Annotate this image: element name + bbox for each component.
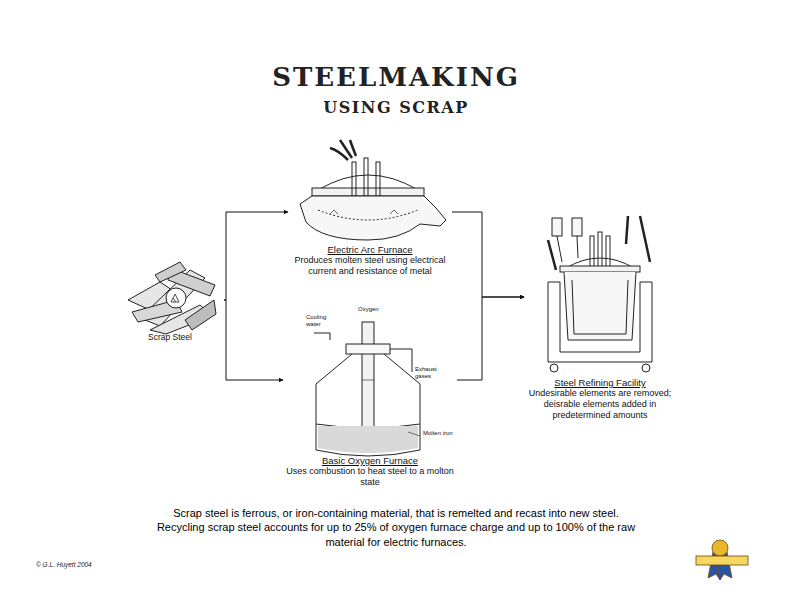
node-title: Steel Refining Facility — [526, 377, 674, 388]
node-description: Undesirable elements are removed; deisra… — [526, 388, 674, 420]
scrap-node: Scrap Steel — [118, 262, 222, 342]
caption: Scrap steel is ferrous, or iron-containi… — [150, 506, 642, 549]
process-node: Basic Oxygen FurnaceUses combustion to h… — [285, 305, 455, 488]
refining-facility-drawing — [548, 216, 652, 372]
callout-label: Oxygen — [358, 306, 388, 313]
award-ribbon — [696, 540, 748, 580]
callout-label: Cooling water — [306, 314, 336, 327]
callout-label: Molten iron — [423, 430, 453, 437]
node-title: Scrap Steel — [118, 332, 222, 342]
electric-arc-furnace-drawing — [300, 140, 446, 240]
flow-arrow — [457, 297, 524, 380]
node-title: Basic Oxygen Furnace — [285, 455, 455, 466]
node-description: Uses combustion to heat steel to a molto… — [285, 466, 455, 488]
callout-label: Exhaust gases — [415, 366, 445, 379]
flow-arrow — [452, 212, 524, 297]
basic-oxygen-furnace-drawing — [314, 322, 420, 456]
subtitle: USING SCRAP — [0, 98, 792, 117]
illustration-space — [526, 205, 674, 377]
illustration-space — [118, 262, 222, 332]
node-description: Produces molten steel using electrical c… — [290, 255, 450, 277]
flow-arrow — [224, 212, 288, 300]
illustration-space — [290, 150, 450, 244]
process-node: Electric Arc FurnaceProduces molten stee… — [290, 150, 450, 277]
copyright: © G.L. Huyett 2004 — [36, 561, 92, 568]
node-title: Electric Arc Furnace — [290, 244, 450, 255]
scrap-pile — [128, 262, 216, 334]
process-node: Steel Refining FacilityUndesirable eleme… — [526, 205, 674, 421]
flow-arrow — [224, 300, 283, 380]
title: STEELMAKING — [0, 62, 792, 92]
